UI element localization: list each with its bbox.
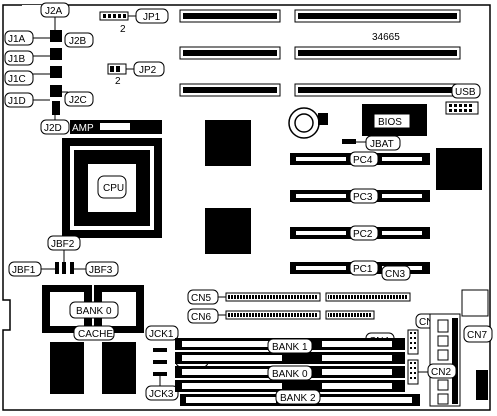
jp2-pin-label: 2 bbox=[115, 76, 121, 87]
pc4-label: PC4 bbox=[353, 155, 373, 166]
jbf2-label: JBF2 bbox=[51, 239, 75, 250]
jck1-label: JCK1 bbox=[149, 329, 174, 340]
cn3-label: CN3 bbox=[385, 269, 405, 280]
j2c-label: J2C bbox=[69, 95, 87, 106]
j1d-label: J1D bbox=[8, 96, 26, 107]
pc3-label: PC3 bbox=[353, 192, 373, 203]
chipset-chips bbox=[205, 120, 482, 254]
j1c-label: J1C bbox=[8, 74, 26, 85]
bank0-label: BANK 0 bbox=[272, 369, 308, 380]
cpu-socket: CPU bbox=[62, 138, 162, 238]
ide-pins bbox=[228, 295, 408, 317]
isa-slots bbox=[179, 9, 461, 97]
cn1-header bbox=[407, 329, 419, 355]
jp1-label: JP1 bbox=[143, 12, 161, 23]
cn5-label: CN5 bbox=[191, 293, 211, 304]
pc2-label: PC2 bbox=[353, 229, 373, 240]
j2b-label: J2B bbox=[69, 36, 87, 47]
bank2-label: BANK 2 bbox=[280, 393, 316, 404]
cache-bank0-label: BANK 0 bbox=[76, 306, 112, 317]
board-model-text: 34665 bbox=[372, 32, 400, 43]
jbat-label: JBAT bbox=[370, 139, 394, 150]
usb-header bbox=[445, 101, 479, 115]
cn2-label: CN2 bbox=[431, 367, 451, 378]
jck3-label: JCK3 bbox=[149, 389, 174, 400]
cn1-label: CN1 bbox=[419, 317, 439, 328]
amp-label: AMP bbox=[72, 123, 94, 134]
jp1-pin-label: 2 bbox=[120, 24, 126, 35]
j1-j2-connectors bbox=[50, 30, 62, 115]
j2a-label: J2A bbox=[45, 6, 63, 17]
cpu-label: CPU bbox=[103, 183, 124, 194]
j2d-label: J2D bbox=[44, 123, 62, 134]
pc1-label: PC1 bbox=[353, 264, 373, 275]
j1b-label: J1B bbox=[8, 54, 26, 65]
jp2-label: JP2 bbox=[139, 65, 157, 76]
battery bbox=[288, 107, 328, 139]
jck-jumpers bbox=[153, 348, 167, 376]
io-panel bbox=[429, 289, 489, 407]
jbf-jumpers bbox=[55, 262, 74, 274]
bank1-label: BANK 1 bbox=[272, 342, 308, 353]
jbf3-label: JBF3 bbox=[89, 265, 113, 276]
j1a-label: J1A bbox=[8, 34, 26, 45]
cn2-header bbox=[407, 359, 419, 385]
usb-label: USB bbox=[455, 87, 476, 98]
cn7-label: CN7 bbox=[467, 330, 487, 341]
cn6-label: CN6 bbox=[191, 312, 211, 323]
cache-label: CACHE bbox=[78, 329, 113, 340]
bios-label: BIOS bbox=[378, 117, 402, 128]
jbat-header bbox=[342, 139, 356, 144]
jbf1-label: JBF1 bbox=[12, 265, 36, 276]
